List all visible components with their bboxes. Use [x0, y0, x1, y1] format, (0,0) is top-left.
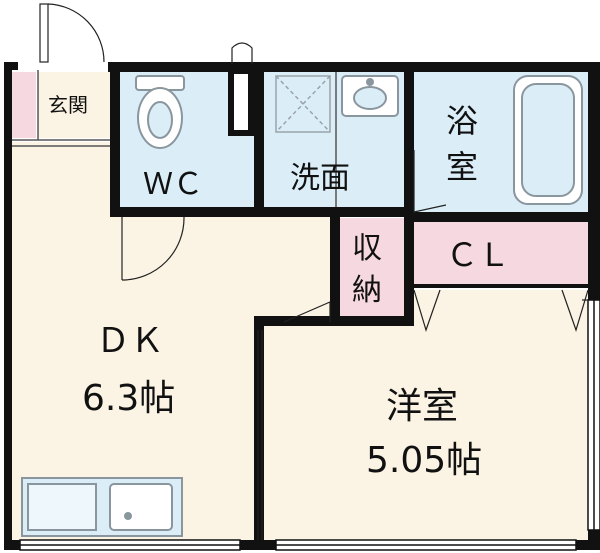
wc-label: ＷＣ: [143, 167, 203, 202]
dk-name-label: ＤＫ: [96, 321, 164, 361]
shuno-label-1: 収: [352, 231, 382, 266]
washer-pan-icon: [275, 75, 331, 133]
shuno-label-2: 納: [352, 273, 382, 308]
doors: [39, 3, 589, 540]
genkan-label: 玄関: [48, 93, 88, 117]
yoku-label-1: 浴: [446, 102, 478, 140]
dk-size-label: 6.3帖: [82, 378, 175, 419]
yoshitsu-floor: [262, 290, 592, 545]
sink-icon: [341, 75, 399, 117]
closet-label: ＣＬ: [446, 236, 510, 274]
yoshitsu-name-label: 洋室: [386, 386, 458, 427]
senmen-label: 洗面: [290, 161, 350, 196]
bathtub-icon: [513, 75, 583, 205]
shuno-floor: [336, 218, 408, 318]
pipe-space: [234, 74, 248, 130]
windows: [19, 299, 600, 551]
yoku-label-2: 室: [446, 148, 478, 186]
genkan-tile: [38, 72, 116, 138]
genkan-mat: [10, 72, 36, 138]
yoshitsu-size-label: 5.05帖: [366, 440, 482, 481]
toilet-icon: [135, 75, 185, 149]
closet-floor: [412, 220, 592, 288]
thin-partitions: [12, 70, 337, 207]
kitchen-counter-icon: [21, 477, 183, 537]
